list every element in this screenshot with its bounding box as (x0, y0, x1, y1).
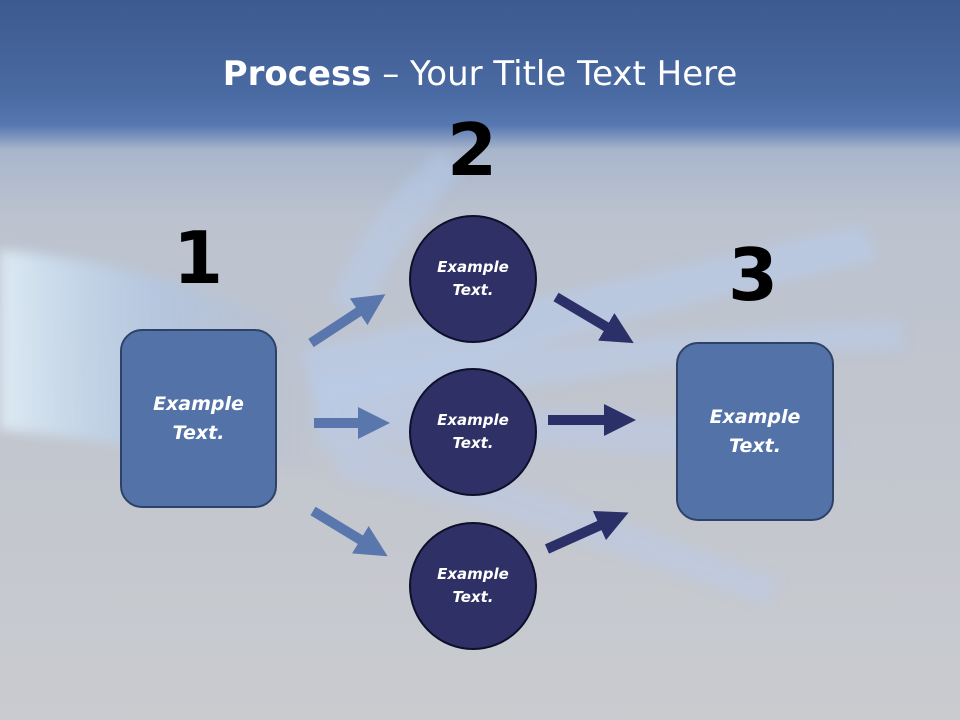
title-rest: – Your Title Text Here (371, 54, 738, 94)
step-1-text: Example Text. (153, 392, 244, 444)
step-2-node-top: Example Text. (409, 215, 537, 343)
step-2-node-bottom-text: Example Text. (437, 565, 509, 606)
step-3-box: Example Text. (676, 342, 834, 521)
step-2-node-bottom: Example Text. (409, 522, 537, 650)
step-2-node-middle: Example Text. (409, 368, 537, 496)
step-number-1: 1 (172, 216, 224, 300)
step-2-node-top-text: Example Text. (437, 258, 509, 299)
arrow-2-top-to-3 (553, 292, 634, 344)
arrow-1-to-2-bottom (310, 506, 388, 557)
page-title: Process – Your Title Text Here (0, 52, 960, 96)
step-2-node-middle-text: Example Text. (437, 411, 509, 452)
arrow-2-bottom-to-3 (544, 510, 629, 554)
step-number-2: 2 (446, 108, 498, 192)
arrow-1-to-2-top (308, 294, 386, 348)
step-1-box: Example Text. (120, 329, 277, 508)
step-3-text: Example Text. (709, 405, 801, 457)
title-bold: Process (222, 54, 372, 94)
step-number-3: 3 (727, 233, 779, 317)
